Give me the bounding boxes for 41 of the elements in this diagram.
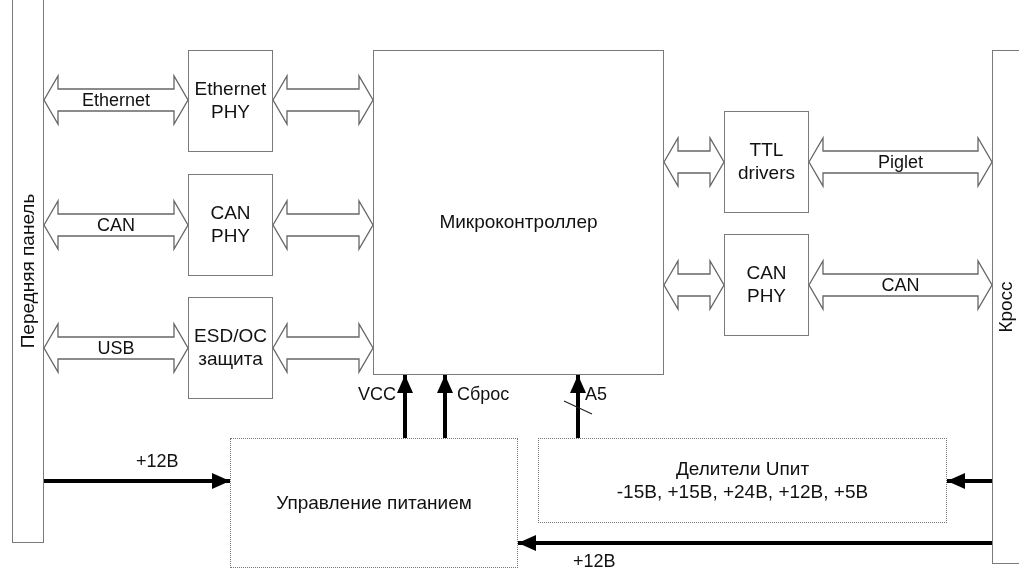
arrow	[437, 375, 453, 438]
arrow	[570, 375, 586, 438]
cross-connect-bar	[992, 50, 1019, 564]
block-box	[724, 234, 809, 336]
block-box	[188, 174, 273, 276]
node-label: -15В, +15В, +24В, +12В, +5В	[616, 480, 869, 504]
edge-label: A5	[584, 385, 609, 403]
block-box	[188, 297, 273, 399]
arrow	[518, 535, 992, 551]
edge-label: Сброс	[456, 385, 511, 403]
double-arrow	[272, 198, 374, 252]
node-label: Управление питанием	[276, 491, 472, 515]
node-label: Кросс	[994, 281, 1017, 333]
block-box	[188, 50, 273, 152]
arrow	[397, 375, 413, 438]
node-label: Передняя панель	[16, 193, 39, 348]
edge-label: Ethernet	[81, 91, 152, 109]
arrow	[947, 473, 992, 489]
microcontroller-box	[373, 50, 664, 375]
node-label: CAN PHY	[209, 202, 252, 248]
edge-label: +12В	[135, 452, 180, 470]
node-label: Ethernet PHY	[193, 78, 268, 124]
edge-label: VCC	[357, 385, 397, 403]
node-label: TTL drivers	[737, 139, 796, 185]
arrow	[44, 473, 230, 489]
double-arrow	[663, 135, 725, 189]
double-arrow	[272, 321, 374, 375]
node-label: CAN PHY	[745, 262, 788, 308]
node-label: Делители Uпит	[675, 457, 810, 481]
node-label: Микроконтроллер	[439, 211, 598, 234]
node-label: ESD/OC защита	[193, 325, 268, 371]
double-arrow	[272, 73, 374, 127]
block-box	[724, 111, 809, 213]
power-control-box	[230, 438, 518, 568]
edge-label: +12В	[572, 552, 617, 570]
edge-label: CAN	[880, 276, 921, 294]
front-panel-bar	[12, 0, 44, 543]
edge-label: CAN	[96, 216, 136, 234]
edge-label: USB	[96, 339, 136, 357]
edge-label: Piglet	[877, 153, 925, 171]
double-arrow	[663, 258, 725, 312]
